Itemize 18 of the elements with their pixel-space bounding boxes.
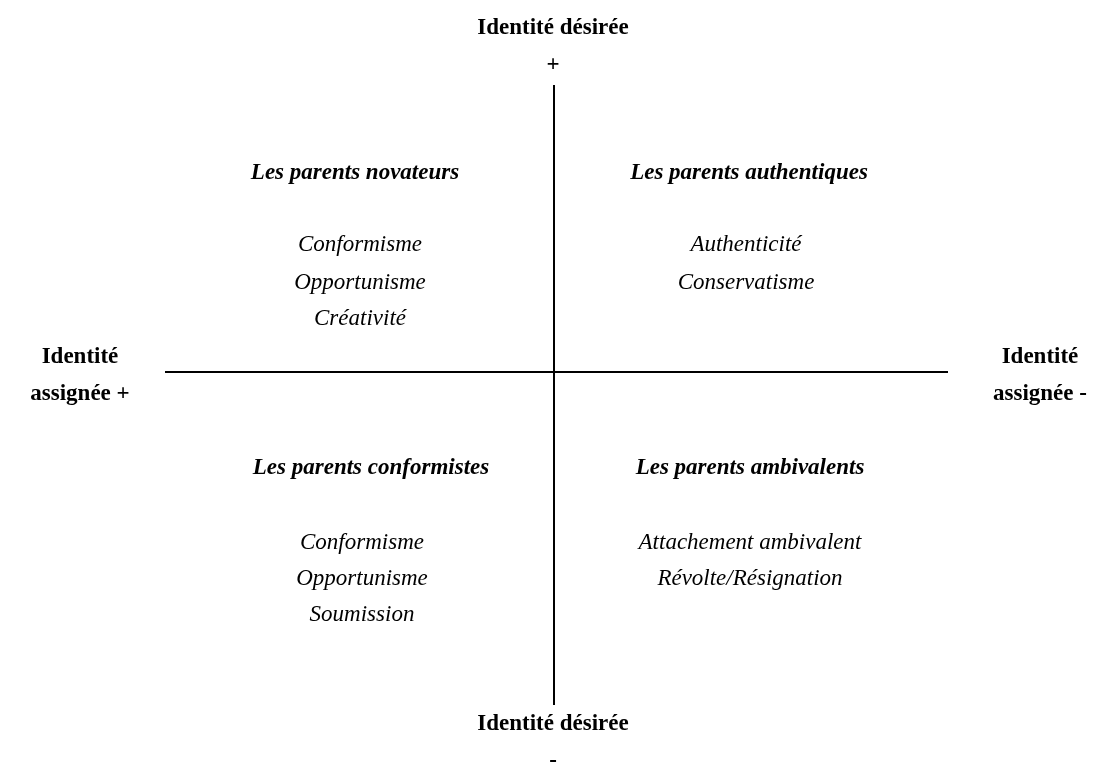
quadrant-title: Les parents authentiques xyxy=(629,158,869,186)
quadrant-item: Révolte/Résignation xyxy=(656,564,844,592)
quadrant-item: Attachement ambivalent xyxy=(636,528,863,556)
axis-label: Identité désirée + xyxy=(476,13,630,78)
quadrant-title: Les parents novateurs xyxy=(249,158,461,186)
quadrant-item: Opportunisme xyxy=(295,564,429,592)
quadrant-item: Opportunisme xyxy=(293,268,427,296)
quadrant-item: Conservatisme xyxy=(676,268,816,296)
quadrant-item: Conformisme xyxy=(299,528,425,556)
quadrant-item: Conformisme xyxy=(297,230,423,258)
axis-label: Identité désirée - xyxy=(476,709,630,774)
quadrant-item: Créativité xyxy=(313,304,408,332)
quadrant-item: Authenticité xyxy=(688,230,803,258)
quadrant-title: Les parents conformistes xyxy=(251,453,491,481)
quadrant-item: Soumission xyxy=(308,600,416,628)
axis-label: Identité assignée - xyxy=(992,342,1088,407)
quadrant-title: Les parents ambivalents xyxy=(634,453,866,481)
axis-label: Identité assignée + xyxy=(29,342,131,407)
